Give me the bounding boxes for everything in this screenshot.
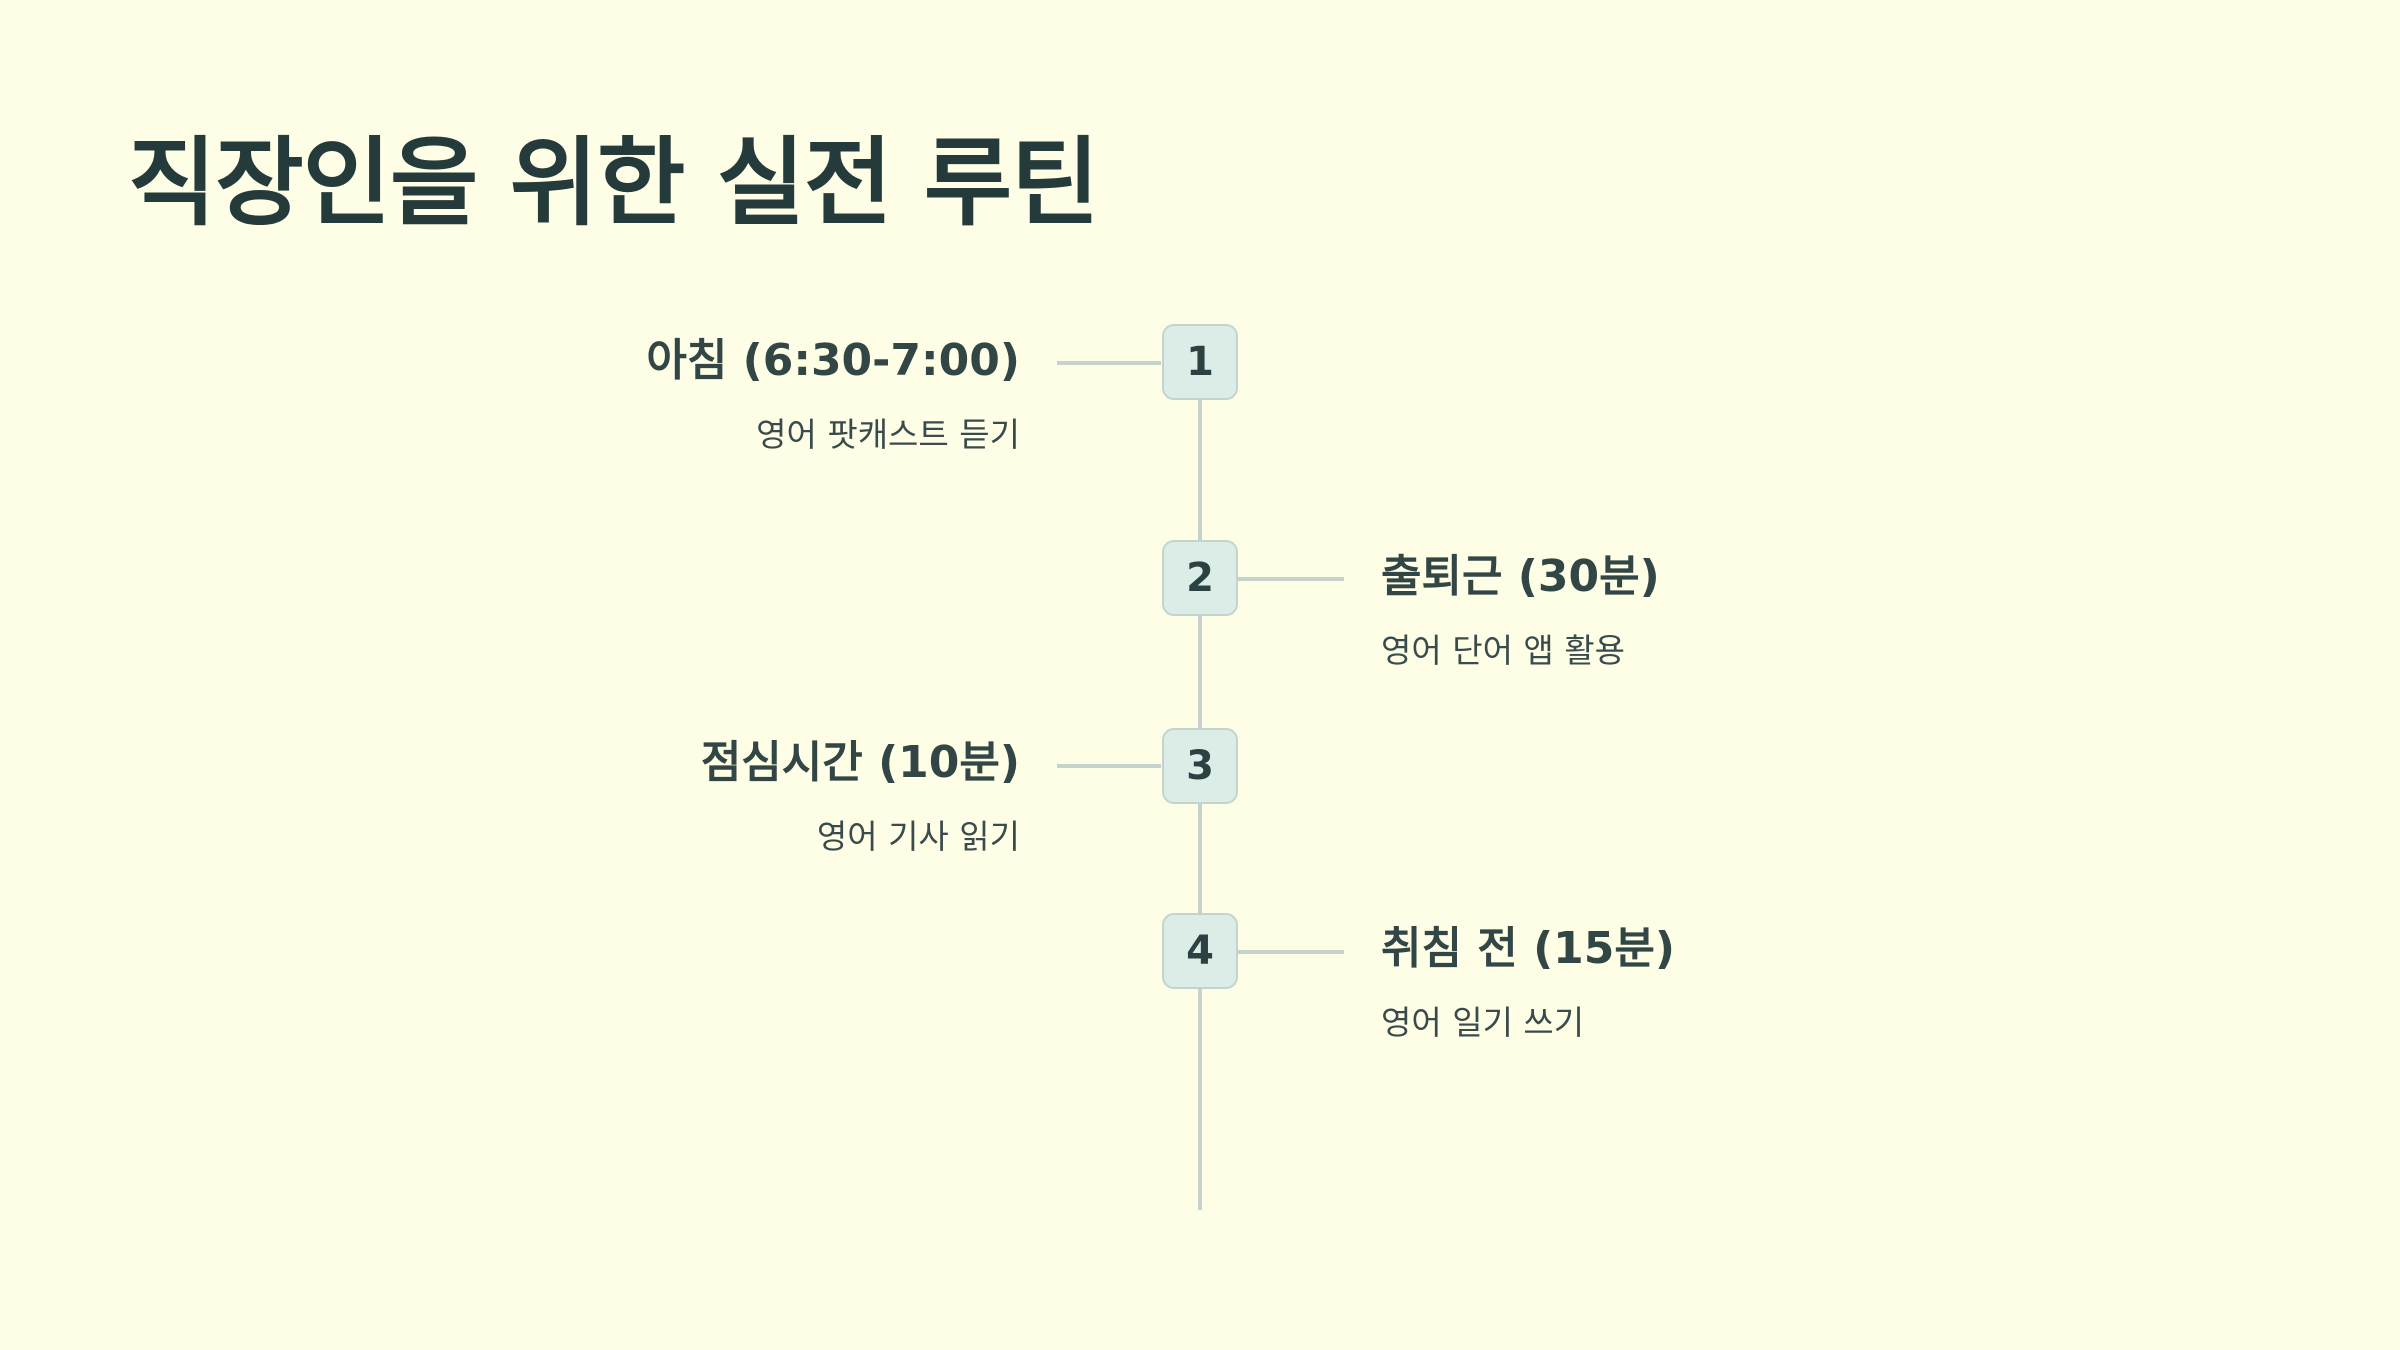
step-4-description: 영어 일기 쓰기 [1381, 1003, 1585, 1042]
step-4-title: 취침 전 (15분) [1381, 923, 1676, 974]
step-1-title: 아침 (6:30-7:00) [646, 335, 1020, 386]
step-4-connector [1238, 950, 1344, 954]
step-1-connector [1057, 361, 1161, 365]
step-3-badge: 3 [1162, 728, 1238, 804]
step-1-badge: 1 [1162, 324, 1238, 400]
page-title: 직장인을 위한 실전 루틴 [128, 127, 1099, 239]
step-1-description: 영어 팟캐스트 듣기 [756, 415, 1020, 454]
step-2-title: 출퇴근 (30분) [1381, 551, 1660, 602]
step-3-title: 점심시간 (10분) [700, 737, 1020, 788]
step-2-badge: 2 [1162, 540, 1238, 616]
step-3-description: 영어 기사 읽기 [816, 817, 1020, 856]
step-2-description: 영어 단어 앱 활용 [1381, 631, 1625, 670]
step-2-connector [1238, 577, 1344, 581]
step-3-connector [1057, 764, 1161, 768]
step-4-badge: 4 [1162, 913, 1238, 989]
